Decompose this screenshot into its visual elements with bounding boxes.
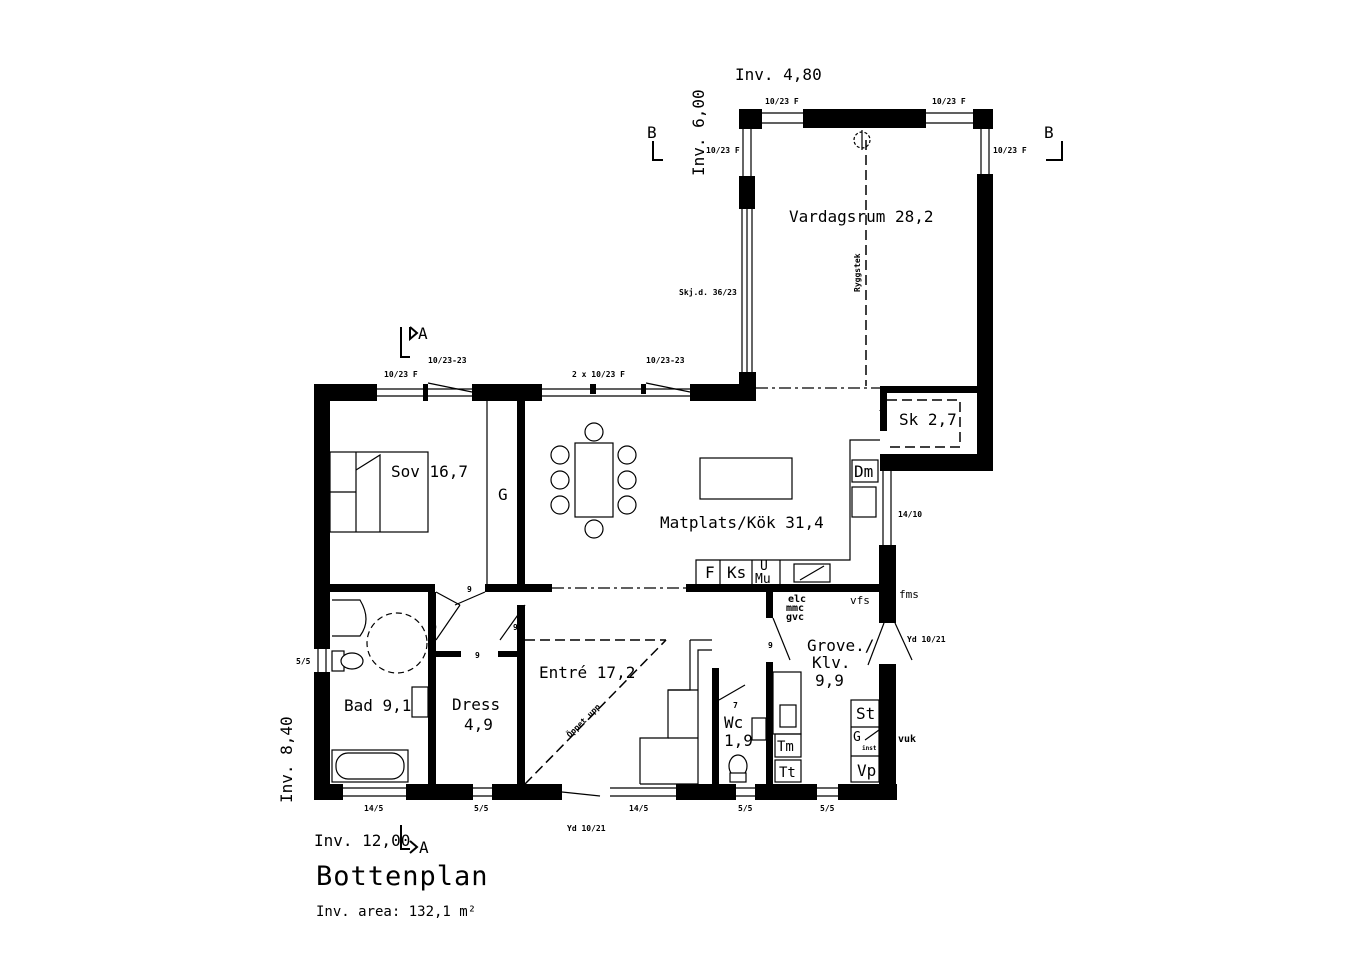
label-fms: fms <box>899 588 919 601</box>
door-label-bottom: Yd 10/21 <box>567 824 606 833</box>
door-label-right: Yd 10/21 <box>907 635 946 644</box>
window-label-mid: 2 x 10/23 F <box>572 370 625 379</box>
room-g: G <box>498 485 508 504</box>
room-wc-area: 1,9 <box>724 731 753 750</box>
fixture-vp: Vp <box>857 761 876 780</box>
room-vardagsrum: Vardagsrum 28,2 <box>789 207 934 226</box>
window-label-bot5: 5/5 <box>820 804 835 813</box>
section-b-left: B <box>647 123 657 142</box>
room-grove-name: Grove./ <box>807 636 874 655</box>
door-9-e: 9 <box>768 641 773 650</box>
fixture-st: St <box>856 704 875 723</box>
door-label-sov: 10/23-23 <box>428 356 467 365</box>
window-label-left: 5/5 <box>296 657 311 666</box>
room-sov: Sov 16,7 <box>391 462 468 481</box>
furniture <box>329 401 880 785</box>
room-sk: Sk 2,7 <box>899 410 957 429</box>
room-dress-name: Dress <box>452 695 500 714</box>
window-label-bot4: 5/5 <box>738 804 753 813</box>
window-label-top-left: 10/23 F <box>765 97 799 106</box>
window-label-upper-right: 10/23 F <box>993 146 1027 155</box>
dim-bottom-label: Inv. 12,00 <box>314 831 410 850</box>
ridge-label: Ryggstek <box>853 253 862 292</box>
section-markers <box>400 141 1063 854</box>
label-vfs: vfs <box>850 594 870 607</box>
window-label-sov: 10/23 F <box>384 370 418 379</box>
plan-title: Bottenplan <box>316 861 489 892</box>
sliding-door-label: Skj.d. 36/23 <box>679 287 737 297</box>
section-a-top: A <box>418 324 428 343</box>
dim-left-label: Inv. 8,40 <box>277 716 296 803</box>
door-7-a: 7 <box>879 409 884 418</box>
window-label-bot2: 5/5 <box>474 804 489 813</box>
room-bad: Bad 9,1 <box>344 696 411 715</box>
door-9-b: 9 <box>432 623 437 632</box>
labels: Inv. 4,80 Inv. 6,00 Inv. 8,40 Inv. 12,00… <box>277 65 1054 920</box>
fixture-g: G <box>853 730 861 745</box>
dim-top-label: Inv. 4,80 <box>735 65 822 84</box>
label-mmc: mmc <box>786 603 804 614</box>
plan-area: Inv. area: 132,1 m² <box>316 904 476 920</box>
window-label-top-right: 10/23 F <box>932 97 966 106</box>
fixture-u: U <box>760 559 768 574</box>
door-7-b: 7 <box>733 701 738 710</box>
window-label-upper-left: 10/23 F <box>706 146 740 155</box>
section-b-right: B <box>1044 123 1054 142</box>
fixture-ks: Ks <box>727 563 746 582</box>
door-label-mid: 10/23-23 <box>646 356 685 365</box>
windows <box>317 112 990 797</box>
fixture-inst: inst <box>862 745 877 752</box>
window-label-kitchen: 14/10 <box>898 510 922 519</box>
room-matplats: Matplats/Kök 31,4 <box>660 513 824 532</box>
fixture-mu: Mu <box>755 572 771 587</box>
dashed-lines <box>366 130 961 785</box>
room-grove-type: Klv. <box>812 653 851 672</box>
label-open-up: Öppet upp <box>564 702 602 740</box>
window-label-bot1: 14/5 <box>364 804 383 813</box>
label-gvc: gvc <box>786 612 804 623</box>
door-9-c: 9 <box>475 651 480 660</box>
label-elc: elc <box>788 594 806 605</box>
fixture-f: F <box>705 563 715 582</box>
dim-upper-left-label: Inv. 6,00 <box>689 89 708 176</box>
window-label-bot3: 14/5 <box>629 804 648 813</box>
fixture-tt: Tt <box>779 765 796 781</box>
room-entre: Entré 17,2 <box>539 663 635 682</box>
interior-walls <box>330 401 879 792</box>
door-9-d: 9 <box>513 623 518 632</box>
label-vuk: vuk <box>898 734 916 745</box>
fixture-tm: Tm <box>777 739 794 755</box>
room-dress-area: 4,9 <box>464 715 493 734</box>
door-9-a: 9 <box>467 585 472 594</box>
section-a-bottom: A <box>419 838 429 857</box>
fixture-dm: Dm <box>854 462 873 481</box>
room-grove-area: 9,9 <box>815 671 844 690</box>
room-wc-name: Wc <box>724 713 743 732</box>
